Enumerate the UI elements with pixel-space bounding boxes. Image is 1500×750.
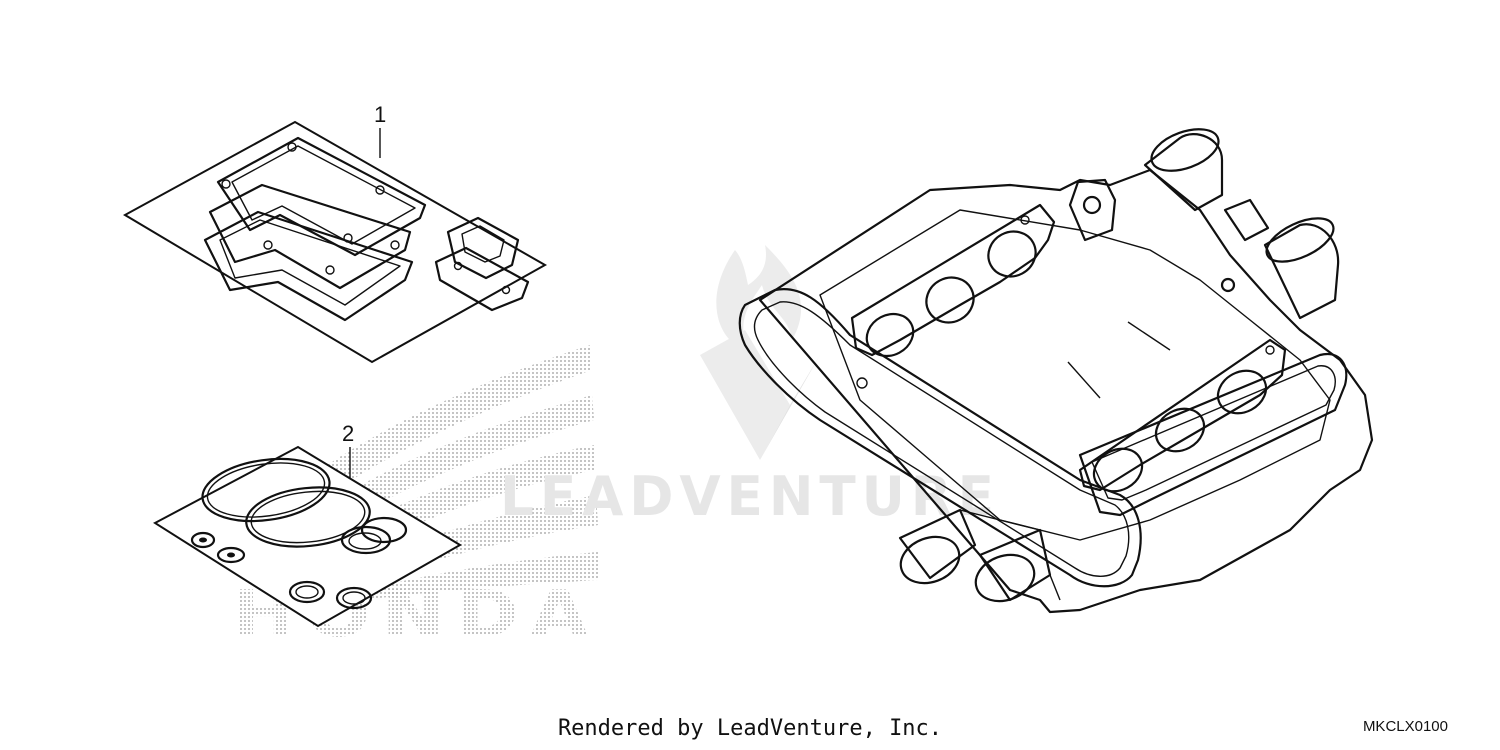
part-1-gasket-sheet: 1 bbox=[122, 102, 548, 364]
footer-credit: Rendered by LeadVenture, Inc. bbox=[557, 716, 943, 741]
callout-1: 1 bbox=[374, 102, 386, 127]
callout-2: 2 bbox=[342, 421, 354, 446]
part-2-oring-sheet: 2 bbox=[153, 421, 462, 628]
engine-block-illustration bbox=[738, 128, 1374, 614]
diagram-code: MKCLX0100 bbox=[1362, 718, 1448, 735]
